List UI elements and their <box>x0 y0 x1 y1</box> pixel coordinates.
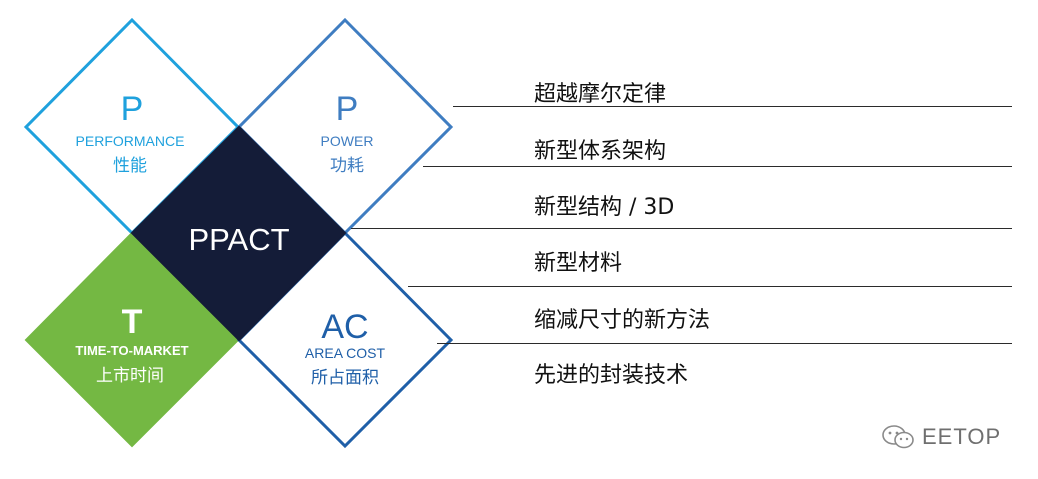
item-divider-3 <box>351 228 1012 229</box>
area-english: AREA COST <box>305 345 386 361</box>
time-letter: T <box>122 303 143 341</box>
item-label-6: 先进的封装技术 <box>534 363 689 388</box>
item-label-2: 新型体系架构 <box>534 139 667 164</box>
item-divider-5 <box>437 343 1012 344</box>
performance-english: PERFORMANCE <box>76 133 185 149</box>
time-english: TIME-TO-MARKET <box>75 343 188 358</box>
time-chinese: 上市时间 <box>96 366 164 386</box>
item-divider-4 <box>408 286 1012 287</box>
item-divider-2 <box>423 166 1012 167</box>
item-label-3: 新型结构 / 3D <box>534 195 675 220</box>
area-chinese: 所占面积 <box>311 368 379 388</box>
power-letter: P <box>336 90 359 128</box>
ppact-center-diamond <box>130 125 347 342</box>
power-chinese: 功耗 <box>330 156 364 176</box>
watermark: EETOP <box>880 423 1001 451</box>
item-label-5: 缩减尺寸的新方法 <box>534 308 711 333</box>
item-divider-1 <box>453 106 1012 107</box>
item-label-1: 超越摩尔定律 <box>534 82 667 107</box>
watermark-text: EETOP <box>922 424 1002 449</box>
item-label-4: 新型材料 <box>534 251 623 276</box>
area-letter: AC <box>321 308 368 346</box>
performance-letter: P <box>121 90 144 128</box>
wechat-icon <box>882 425 914 449</box>
ppact-label: PPACT <box>188 222 289 257</box>
performance-chinese: 性能 <box>113 156 147 176</box>
power-english: POWER <box>321 133 374 149</box>
